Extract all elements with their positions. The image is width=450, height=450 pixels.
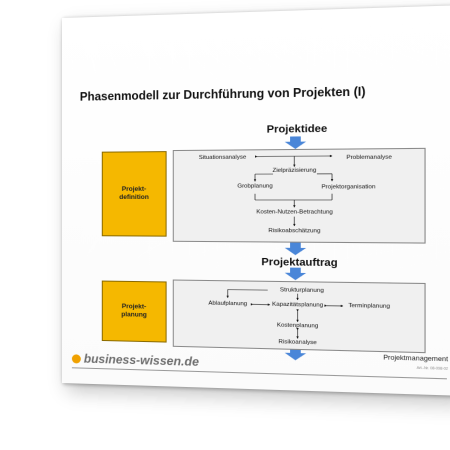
phase-panel-projektdefinition: Situationsanalyse Problemanalyse Zielprä… bbox=[173, 148, 426, 244]
node-projektorganisation: Projektorganisation bbox=[321, 184, 375, 190]
phase-label-line2: planung bbox=[121, 311, 147, 320]
node-zielpraezisierung: Zielpräzisierung bbox=[273, 168, 317, 174]
flow-arrow-1 bbox=[285, 136, 306, 149]
footer-article-number: Art.-Nr. 08-098-02 bbox=[417, 366, 448, 371]
phase-label-line2: definition bbox=[119, 194, 149, 202]
phase-header-projektidee: Projektidee bbox=[267, 123, 328, 136]
phase-label-projektplanung: Projekt- planung bbox=[102, 281, 167, 343]
node-risikoabschaetzung: Risikoabschätzung bbox=[268, 228, 320, 235]
flow-arrow-2 bbox=[285, 243, 306, 256]
node-situationsanalyse: Situationsanalyse bbox=[199, 155, 246, 162]
node-terminplanung: Terminplanung bbox=[348, 303, 390, 310]
phase-panel-projektplanung: Strukturplanung Ablaufplanung Kapazitäts… bbox=[173, 280, 426, 354]
phase-label-projektdefinition: Projekt- definition bbox=[102, 151, 167, 237]
node-ablaufplanung: Ablaufplanung bbox=[208, 301, 247, 308]
node-kapazitaetsplanung: Kapazitätsplanung bbox=[272, 302, 323, 309]
phase-label-line1: Projekt- bbox=[119, 186, 149, 194]
node-strukturplanung: Strukturplanung bbox=[280, 287, 324, 294]
node-grobplanung: Grobplanung bbox=[237, 183, 272, 189]
node-risikoanalyse: Risikoanalyse bbox=[278, 339, 316, 346]
phase-header-projektauftrag: Projektauftrag bbox=[261, 256, 337, 269]
flow-arrow-3 bbox=[285, 268, 306, 281]
logo-dot-icon bbox=[72, 354, 81, 363]
node-kosten-nutzen-betrachtung: Kosten-Nutzen-Betrachtung bbox=[256, 209, 333, 215]
document-page: Phasenmodell zur Durchführung von Projek… bbox=[62, 5, 450, 396]
node-kostenplanung: Kostenplanung bbox=[277, 322, 318, 329]
node-problemanalyse: Problemanalyse bbox=[346, 154, 392, 161]
